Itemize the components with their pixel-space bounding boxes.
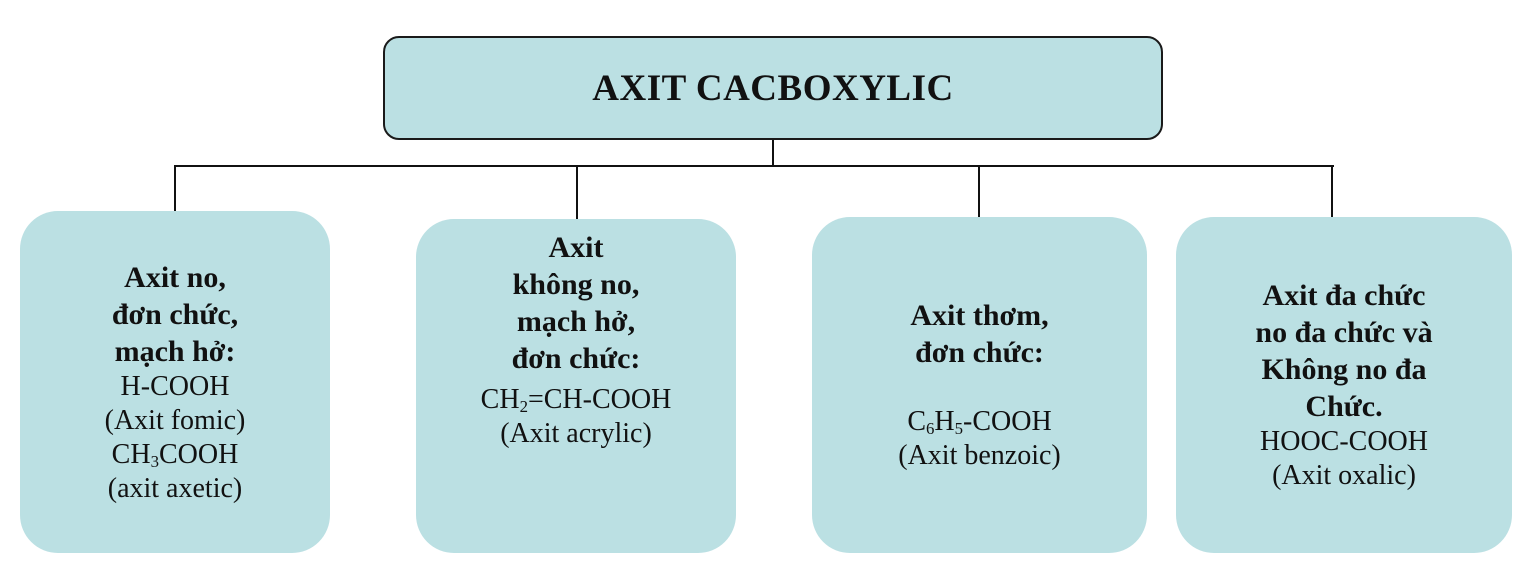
heading-line: đơn chức, — [111, 297, 239, 331]
branch-heading: Axit no, đơn chức, mạch hở: — [112, 259, 238, 370]
formula-benzoic: C6H5-COOH — [907, 406, 1052, 438]
heading-line: Axit đa chức — [1262, 279, 1426, 312]
branch-heading: Axit thơm, đơn chức: — [910, 297, 1048, 371]
formula-acrylic: CH2=CH-COOH — [480, 384, 672, 416]
root-node: AXIT CACBOXYLIC — [383, 36, 1163, 140]
heading-line: mạch hở, — [516, 305, 636, 338]
heading-line: Axit — [548, 231, 604, 264]
heading-line: no đa chức và — [1255, 316, 1433, 349]
connector-branch-1 — [174, 165, 176, 211]
root-title: AXIT CACBOXYLIC — [592, 67, 954, 109]
name-acrylic: (Axit acrylic) — [500, 418, 652, 449]
heading-line: đơn chức: — [915, 336, 1044, 369]
branch-polycarboxylic: Axit đa chức no đa chức và Không no đa C… — [1176, 217, 1512, 553]
heading-line: Không no đa — [1261, 353, 1427, 386]
formula-oxalic: HOOC-COOH — [1260, 426, 1428, 457]
connector-branch-2 — [576, 165, 578, 219]
connector-branch-4 — [1331, 165, 1333, 219]
heading-line: không no, — [512, 268, 640, 301]
heading-line: đơn chức: — [511, 342, 641, 375]
heading-line: Axit thơm, — [910, 299, 1049, 332]
name-acetic: (axit axetic) — [107, 472, 243, 504]
connector-branch-3 — [978, 165, 980, 219]
connector-horizontal-bus — [174, 165, 1334, 167]
branch-unsaturated-monocarboxylic: Axit không no, mạch hở, đơn chức: CH2=CH… — [416, 219, 736, 553]
branch-heading: Axit đa chức no đa chức và Không no đa C… — [1255, 277, 1432, 425]
formula-formic: H-COOH — [120, 370, 230, 402]
branch-saturated-monocarboxylic: Axit no, đơn chức, mạch hở: H-COOH (Axit… — [20, 211, 330, 553]
heading-line: Chức. — [1305, 390, 1383, 423]
heading-line: Axit no, — [124, 260, 226, 294]
name-oxalic: (Axit oxalic) — [1272, 460, 1416, 491]
branch-heading: Axit không no, mạch hở, đơn chức: — [512, 229, 641, 377]
name-benzoic: (Axit benzoic) — [898, 440, 1061, 471]
name-formic: (Axit fomic) — [104, 404, 246, 436]
heading-line: mạch hở: — [114, 334, 236, 368]
connector-root-stem — [772, 140, 774, 166]
formula-acetic: CH3COOH — [111, 438, 239, 471]
branch-aromatic-monocarboxylic: Axit thơm, đơn chức: C6H5-COOH (Axit ben… — [812, 217, 1147, 553]
